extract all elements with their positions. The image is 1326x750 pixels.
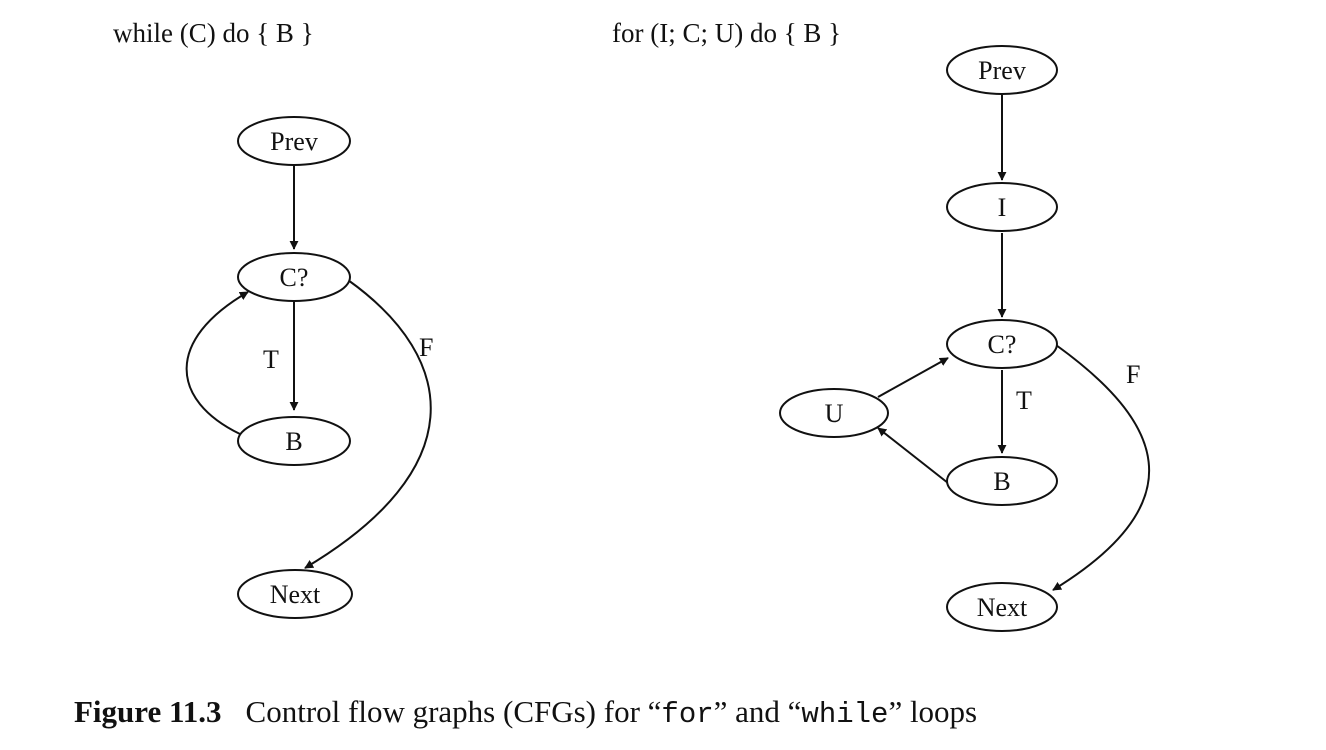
for-edge-body-update: [877, 427, 949, 484]
figure-caption: Figure 11.3 Control flow graphs (CFGs) fo…: [74, 694, 977, 731]
while-node-next: Next: [237, 569, 353, 619]
for-edge-cond-next: [1052, 344, 1151, 591]
caption-code-for: for: [661, 698, 714, 731]
while-edges: [185, 166, 432, 569]
for-node-update-label: U: [825, 399, 844, 428]
while-node-prev-label: Prev: [270, 127, 318, 156]
while-node-body: B: [237, 416, 351, 466]
for-node-body-label: B: [993, 467, 1010, 496]
for-node-init: I: [946, 182, 1058, 232]
for-node-update: U: [779, 388, 889, 438]
while-node-prev: Prev: [237, 116, 351, 166]
for-node-cond-label: C?: [988, 330, 1017, 359]
while-heading: while (C) do { B }: [113, 18, 314, 48]
while-edge-body-cond: [185, 291, 249, 435]
for-edge-label-true: T: [1016, 386, 1032, 415]
while-edge-label-false: F: [419, 333, 433, 362]
cfg-diagram: while (C) do { B } T F Prev C? B Next fo…: [113, 18, 1151, 632]
for-node-cond: C?: [946, 319, 1058, 369]
caption-text-middle: ” and “: [713, 694, 802, 729]
for-edge-update-cond: [877, 357, 949, 398]
for-node-init-label: I: [998, 193, 1007, 222]
caption-text-after: ” loops: [888, 694, 978, 729]
caption-text-before: Control flow graphs (CFGs) for “: [245, 694, 662, 729]
while-node-cond-label: C?: [280, 263, 309, 292]
while-node-next-label: Next: [270, 580, 321, 609]
for-node-body: B: [946, 456, 1058, 506]
for-edges: [877, 95, 1151, 591]
while-node-body-label: B: [285, 427, 302, 456]
while-edge-label-true: T: [263, 345, 279, 374]
for-node-prev: Prev: [946, 45, 1058, 95]
for-heading: for (I; C; U) do { B }: [612, 18, 841, 48]
while-edge-cond-next: [304, 279, 432, 569]
for-node-next: Next: [946, 582, 1058, 632]
for-node-next-label: Next: [977, 593, 1028, 622]
while-node-cond: C?: [237, 252, 351, 302]
for-edge-label-false: F: [1126, 360, 1140, 389]
for-node-prev-label: Prev: [978, 56, 1026, 85]
figure-number: Figure 11.3: [74, 694, 222, 729]
caption-code-while: while: [801, 698, 889, 731]
